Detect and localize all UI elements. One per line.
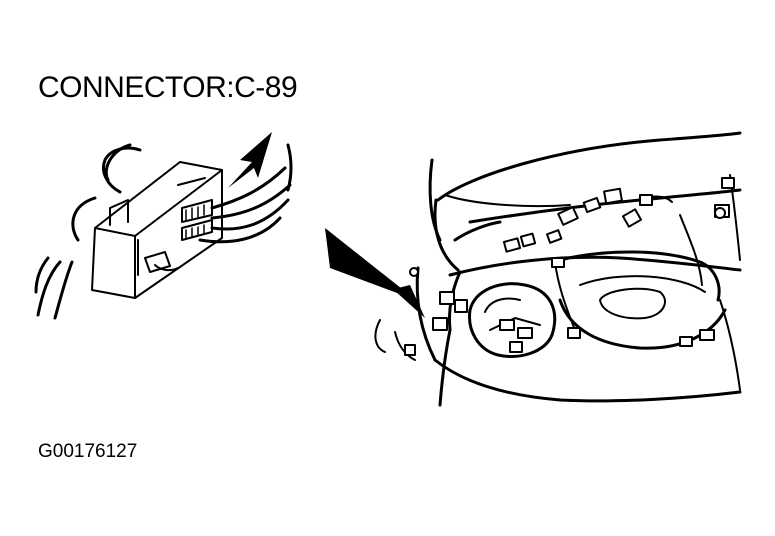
connector-closeup xyxy=(34,132,293,320)
connector-title: CONNECTOR:C-89 xyxy=(38,71,298,104)
figure-id: G00176127 xyxy=(38,441,138,462)
dashboard-harness-view xyxy=(325,131,742,407)
